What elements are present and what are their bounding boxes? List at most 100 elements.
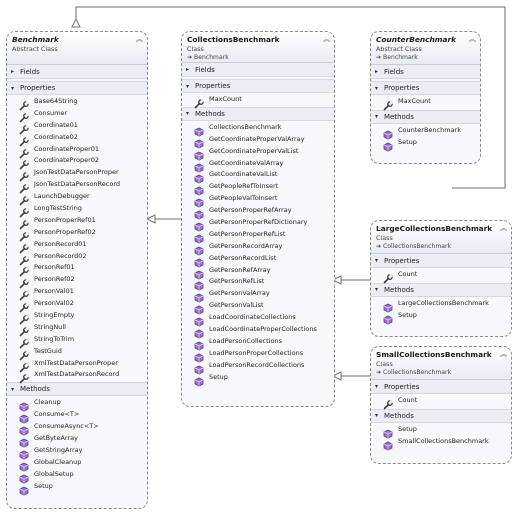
fields-section-toggle[interactable]: ▸ Fields [7,65,147,79]
property-item[interactable]: MaxCount [182,93,334,109]
counter-benchmark-class-box[interactable]: CounterBenchmark Abstract Class ➔ Benchm… [370,31,481,164]
property-item[interactable]: Base64String [7,95,147,111]
property-item[interactable]: Count [371,268,511,284]
method-item[interactable]: GetPeopleValToInsert [182,192,334,208]
method-item[interactable]: CounterBenchmark [371,124,480,140]
property-item[interactable]: TestGuid [7,345,147,360]
collapse-icon[interactable]: ︽ [323,35,330,43]
methods-section-toggle[interactable]: ▾ Methods [371,408,511,423]
collapse-arrow-icon[interactable]: ▾ [186,82,190,90]
method-item[interactable]: GetPeopleRefToInsert [182,180,334,196]
property-item[interactable]: PersonRecord02 [7,250,147,265]
counter-benchmark-header[interactable]: CounterBenchmark Abstract Class ➔ Benchm… [371,32,480,65]
property-item[interactable]: Coordinate01 [7,119,147,135]
properties-section-toggle[interactable]: ▾ Properties [371,254,511,268]
method-item[interactable]: LargeCollectionsBenchmark [371,297,511,313]
property-item[interactable]: MaxCount [371,95,480,111]
method-item[interactable]: LoadCoordinateProperCollections [182,323,334,339]
collapse-icon[interactable]: ︽ [136,35,143,43]
property-item[interactable]: PersonRecord01 [7,238,147,253]
method-item[interactable]: GetCoordinateProperValArray [182,133,334,149]
property-item[interactable]: CoordinateProper02 [7,154,147,170]
collapse-arrow-icon[interactable]: ▾ [375,113,379,120]
collapse-arrow-icon[interactable]: ▾ [375,383,379,390]
large-collections-benchmark-class-box[interactable]: LargeCollectionsBenchmark Class ➔ Collec… [370,220,512,337]
method-item[interactable]: Cleanup [7,396,147,412]
method-item[interactable]: GetPersonRecordArray [182,240,334,256]
property-item[interactable]: JsonTestDataPersonRecord [7,178,147,194]
properties-section-toggle[interactable]: ▾ Properties [7,81,147,95]
method-item[interactable]: GlobalSetup [7,468,147,484]
collapse-arrow-icon[interactable]: ▾ [11,385,15,393]
property-item[interactable]: LaunchDebugger [7,190,147,206]
fields-section-toggle[interactable]: ▸ Fields [371,65,480,79]
method-item[interactable]: GetPersonRecordList [182,252,334,268]
collapse-icon[interactable]: ︽ [469,35,476,43]
property-item[interactable]: JsonTestDataPersonProper [7,166,147,182]
method-item[interactable]: GetPersonProperRefDictionary [182,216,334,232]
property-item[interactable]: Consumer [7,107,147,123]
property-item[interactable]: PersonProperRef02 [7,226,147,242]
property-item[interactable]: XmlTestDataPersonRecord [7,368,147,384]
method-item[interactable]: GetPersonValArray [182,287,334,303]
small-collections-benchmark-class-box[interactable]: SmallCollectionsBenchmark Class ➔ Collec… [370,346,512,464]
method-item[interactable]: GetPersonProperRefArray [182,204,334,220]
method-item[interactable]: Setup [371,309,511,325]
method-item[interactable]: Setup [182,371,334,386]
method-item[interactable]: GetCoordinateValList [182,168,334,184]
fields-section-toggle[interactable]: ▸ Fields [182,63,334,77]
method-item[interactable]: GetPersonRefArray [182,264,334,279]
property-item[interactable]: Coordinate02 [7,131,147,146]
method-item[interactable]: LoadPersonProperCollections [182,347,334,363]
methods-section-toggle[interactable]: ▾ Methods [7,382,147,397]
collapse-arrow-icon[interactable]: ▾ [375,257,379,264]
collections-benchmark-class-box[interactable]: CollectionsBenchmark Class ➔ Benchmark ︽… [181,31,335,407]
property-item[interactable]: PersonRef01 [7,261,147,277]
collapse-arrow-icon[interactable]: ▾ [375,286,379,293]
property-item[interactable]: XmlTestDataPersonProper [7,357,147,372]
method-item[interactable]: GetPersonProperRefList [182,228,334,244]
method-item[interactable]: ConsumeAsync<T> [7,420,147,436]
collapse-arrow-icon[interactable]: ▾ [11,84,15,92]
property-item[interactable]: StringToTrim [7,333,147,349]
method-item[interactable]: GetPersonValList [182,299,334,315]
property-item[interactable]: StringEmpty [7,309,147,325]
method-item[interactable]: GlobalCleanup [7,456,147,472]
method-item[interactable]: GetStringArray [7,444,147,460]
method-item[interactable]: SmallCollectionsBenchmark [371,435,511,451]
collapse-arrow-icon[interactable]: ▾ [375,84,379,92]
methods-section-toggle[interactable]: ▾ Methods [371,109,480,124]
method-item[interactable]: Setup [371,423,511,439]
property-item[interactable]: PersonVal01 [7,285,147,301]
property-item[interactable]: CoordinateProper01 [7,143,147,158]
method-item[interactable]: Consume<T> [7,408,147,424]
properties-section-toggle[interactable]: ▾ Properties [371,380,511,394]
method-item[interactable]: CollectionsBenchmark [182,121,334,137]
benchmark-class-box[interactable]: Benchmark Abstract Class ︽ ▸ Fields ▾ Pr… [6,31,148,509]
method-item[interactable]: GetByteArray [7,432,147,448]
expand-arrow-icon[interactable]: ▸ [375,68,379,75]
collections-benchmark-header[interactable]: CollectionsBenchmark Class ➔ Benchmark ︽ [182,32,334,63]
property-item[interactable]: LongTestString [7,202,147,218]
property-item[interactable]: PersonVal02 [7,297,147,313]
property-item[interactable]: PersonProperRef01 [7,214,147,230]
method-item[interactable]: GetPersonRefList [182,275,334,291]
benchmark-header[interactable]: Benchmark Abstract Class ︽ [7,32,147,65]
large-collections-benchmark-header[interactable]: LargeCollectionsBenchmark Class ➔ Collec… [371,221,511,254]
small-collections-benchmark-header[interactable]: SmallCollectionsBenchmark Class ➔ Collec… [371,347,511,380]
collapse-icon[interactable]: ︽ [500,224,507,232]
property-item[interactable]: PersonRef02 [7,273,147,289]
properties-section-toggle[interactable]: ▾ Properties [182,79,334,93]
collapse-arrow-icon[interactable]: ▾ [186,110,190,118]
method-item[interactable]: Setup [371,136,480,152]
method-item[interactable]: LoadPersonCollections [182,335,334,351]
method-item[interactable]: LoadPersonRecordCollections [182,359,334,375]
expand-arrow-icon[interactable]: ▸ [186,66,190,73]
expand-arrow-icon[interactable]: ▸ [11,68,15,75]
methods-section-toggle[interactable]: ▾ Methods [371,282,511,297]
collapse-icon[interactable]: ︽ [500,350,507,358]
property-item[interactable]: Count [371,394,511,410]
property-item[interactable]: StringNull [7,321,147,337]
method-item[interactable]: Setup [7,480,147,495]
properties-section-toggle[interactable]: ▾ Properties [371,81,480,95]
